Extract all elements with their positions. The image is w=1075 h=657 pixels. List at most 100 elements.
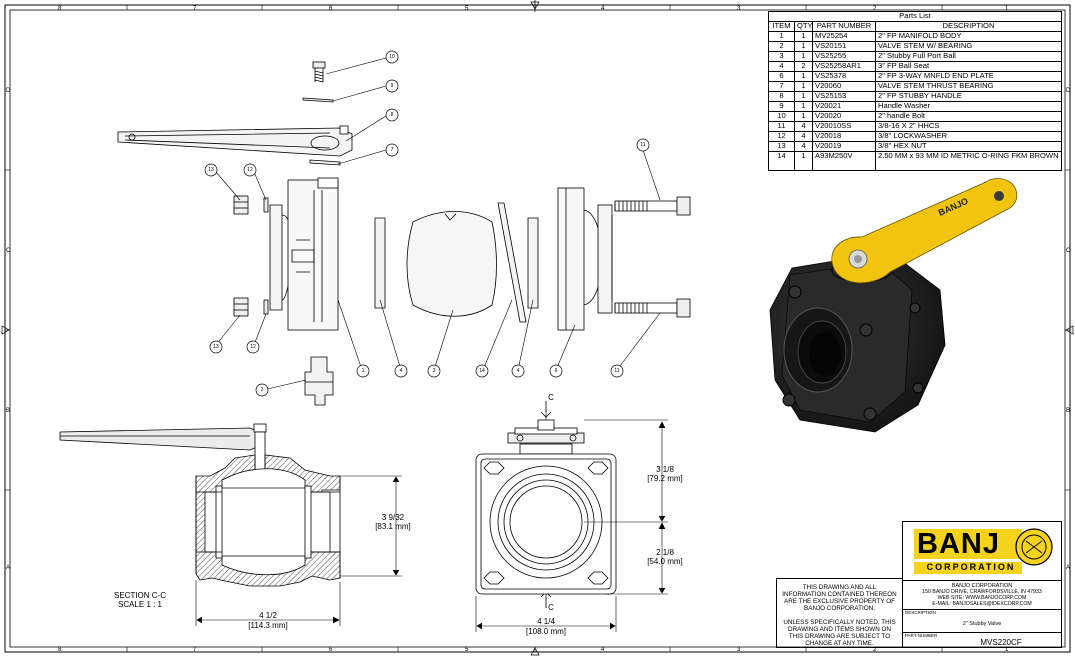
- balloon-11: 11: [614, 368, 620, 374]
- cell: 3/8" LOCKWASHER: [875, 131, 1062, 142]
- notice-line: UNLESS SPECIFICALLY NOTED, THIS: [783, 619, 896, 626]
- cell: 2.50 MM x 93 MM ID METRIC O-RING FKM BRO…: [875, 151, 1062, 171]
- zone-col: 8: [58, 647, 62, 653]
- zone-row: D: [6, 88, 11, 94]
- cell: V20060: [812, 81, 876, 92]
- cell: 4: [794, 121, 813, 132]
- cell: VS20151: [812, 41, 876, 52]
- zone-col: 3: [737, 647, 741, 653]
- cell: 9: [768, 101, 795, 112]
- balloon-6: 6: [554, 368, 558, 374]
- balloon-1: 1: [361, 368, 365, 374]
- zone-row: B: [6, 408, 11, 414]
- col-description: DESCRIPTION: [875, 21, 1062, 32]
- part-number-label: PART NUMBER: [905, 633, 938, 638]
- zone-col: 8: [58, 6, 62, 12]
- cell: VS25153: [812, 91, 876, 102]
- description-label: DESCRIPTION: [905, 610, 936, 615]
- parts-list-title: Parts List: [768, 11, 1062, 22]
- balloon-12: 12: [247, 167, 253, 173]
- zone-row: A: [1066, 565, 1071, 571]
- end-plate-part: [557, 187, 613, 331]
- balloon-9: 9: [390, 83, 394, 89]
- cell: 1: [794, 101, 813, 112]
- section-scale: SCALE 1 : 1: [117, 600, 163, 609]
- cell: 1: [794, 31, 813, 42]
- cell: 1: [794, 41, 813, 52]
- balloon-8: 8: [390, 112, 394, 118]
- company-name: BANJO CORPORATION: [951, 583, 1013, 589]
- cell: 1: [794, 51, 813, 62]
- cell: A93M250V: [812, 151, 876, 171]
- cell: 7: [768, 81, 795, 92]
- zone-col: 1: [1005, 647, 1009, 653]
- cell: 2" Stubby Full Port Ball: [875, 51, 1062, 62]
- parts-list-table: Parts List ITEM QTY PART NUMBER DESCRIPT…: [768, 11, 1062, 171]
- valve-3d-render: BANJO: [769, 178, 1018, 433]
- col-item: ITEM: [768, 21, 795, 32]
- cell: 2" FP 3-WAY MNFLD END PLATE: [875, 71, 1062, 82]
- dim-section-height-mm: [83.1 mm]: [375, 522, 411, 531]
- cell: 3" FP Ball Seat: [875, 61, 1062, 72]
- cell: 2" FP MANIFOLD BODY: [875, 31, 1062, 42]
- dim-front-width-mm: [108.0 mm]: [525, 627, 566, 636]
- company-email: E-MAIL: BANJOSALES@IDEXCORP.COM: [932, 601, 1032, 607]
- cell: V20020: [812, 111, 876, 122]
- balloon-7: 7: [390, 147, 394, 153]
- cell: 3/8-16 X 2" HHCS: [875, 121, 1062, 132]
- company-website: WEB SITE: WWW.BANJOCORP.COM: [937, 595, 1027, 601]
- banjo-logo: [914, 528, 1053, 574]
- cell: 4: [794, 141, 813, 152]
- zone-col: 4: [601, 6, 605, 12]
- balloon-2: 2: [260, 387, 264, 393]
- cell: 1: [794, 71, 813, 82]
- cell: 1: [794, 81, 813, 92]
- cell: 1: [794, 151, 813, 171]
- exploded-view: [117, 57, 691, 406]
- cell: Handle Washer: [875, 101, 1062, 112]
- cell: V20018: [812, 131, 876, 142]
- balloon-12: 12: [250, 344, 256, 350]
- zone-col: 2: [873, 647, 877, 653]
- dim-front-top-mm: [79.2 mm]: [647, 474, 683, 483]
- dim-section-height: 3 9/32: [381, 513, 405, 522]
- cell: 13: [768, 141, 795, 152]
- cell: 2: [794, 61, 813, 72]
- cell: 11: [768, 121, 795, 132]
- col-part-number: PART NUMBER: [812, 21, 876, 32]
- notice-line: ARE THE EXCLUSIVE PROPERTY OF: [784, 598, 895, 605]
- cell: 2" FP STUBBY HANDLE: [875, 91, 1062, 102]
- cell: 4: [794, 131, 813, 142]
- cell: 1: [794, 111, 813, 122]
- zone-col: 1: [1005, 6, 1009, 12]
- zone-row: B: [1066, 408, 1071, 414]
- cell: VS25378: [812, 71, 876, 82]
- balloon-4: 4: [399, 368, 403, 374]
- handle-bolt-part: [312, 61, 326, 83]
- balloon-10: 10: [389, 54, 395, 60]
- cell: VALVE STEM THRUST BEARING: [875, 81, 1062, 92]
- cell: 8: [768, 91, 795, 102]
- cell: V20021: [812, 101, 876, 112]
- cell: 6: [768, 71, 795, 82]
- notice-line: THIS DRAWING ARE SUBJECT TO: [788, 633, 891, 640]
- dim-section-width: 4 1/2: [259, 611, 277, 620]
- dim-front-width: 4 1/4: [537, 617, 555, 626]
- cell: VS25258AR1: [812, 61, 876, 72]
- cell: 3: [768, 51, 795, 62]
- title-block: THIS DRAWING AND ALL INFORMATION CONTAIN…: [776, 521, 1062, 648]
- cell: 2" handle Bolt: [875, 111, 1062, 122]
- parts-list-header: ITEM QTY PART NUMBER DESCRIPTION: [768, 21, 1062, 32]
- zone-col: 7: [193, 647, 197, 653]
- balloon-13: 13: [208, 167, 214, 173]
- zone-col: 5: [465, 647, 469, 653]
- handle-part: [117, 125, 353, 157]
